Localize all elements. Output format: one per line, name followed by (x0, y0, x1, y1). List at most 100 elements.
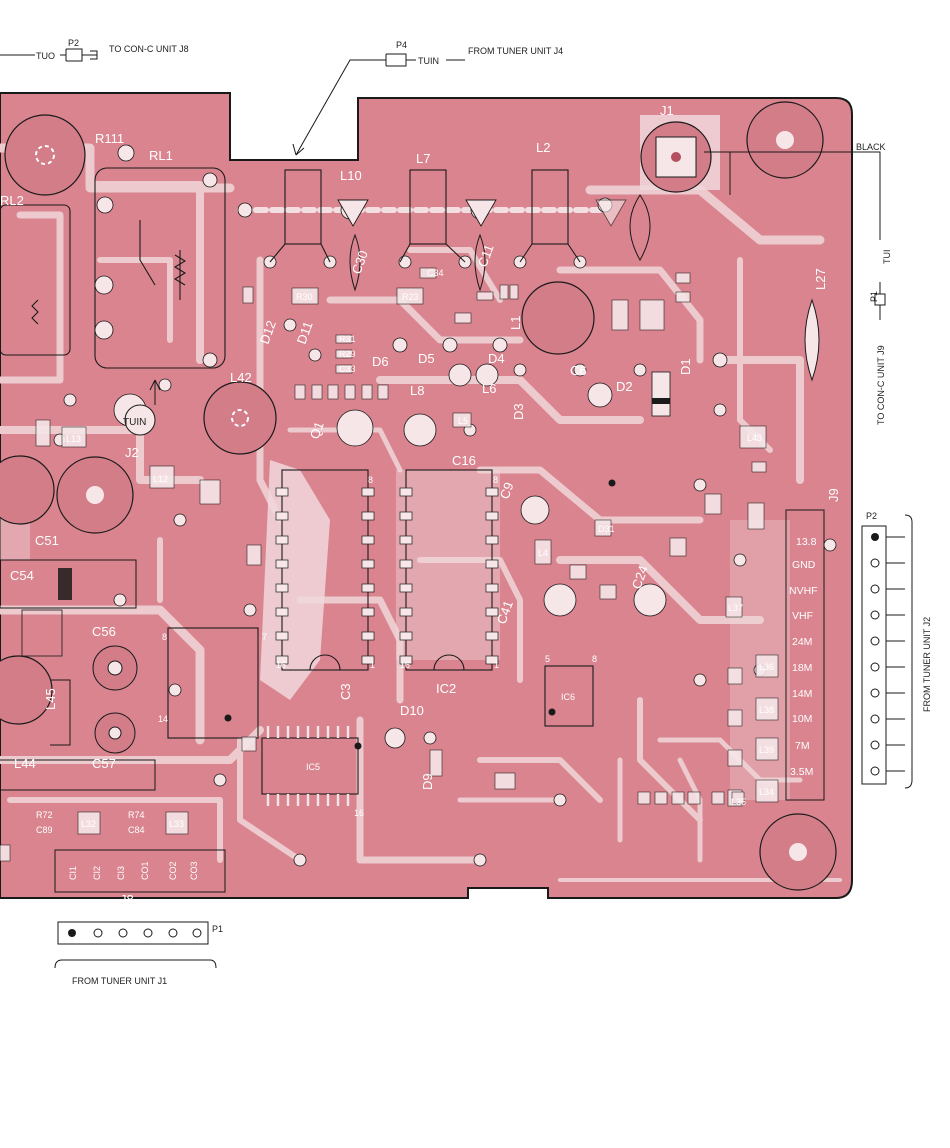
annotation-lines (0, 48, 913, 969)
j9-pin: 7M (795, 740, 810, 752)
j8-pin-labels: J8 CI1 CI2 CI3 CO1 CO2 CO3 (68, 861, 199, 907)
j8-pin: CI1 (68, 866, 78, 880)
smd-parts (0, 267, 779, 862)
ref-j1: J1 (660, 103, 674, 118)
ref-d3: D3 (511, 403, 526, 420)
ref-d6: D6 (372, 354, 389, 369)
ref-l44: L44 (14, 756, 36, 771)
ref-c9: C9 (497, 480, 517, 501)
film-caps (349, 194, 820, 382)
ref-c16: C16 (452, 453, 476, 468)
smd-refs: R30 R23 L1 L12 L13 L32 L33 L36 L37 L38 L… (36, 268, 774, 835)
j9-pin: GND (792, 559, 816, 571)
p4-top-plug: P4 (396, 40, 407, 50)
p2-top-plug: P2 (68, 38, 79, 48)
ref-c84: C84 (128, 825, 145, 835)
ref-l32: L32 (81, 819, 96, 829)
pin-num: 16 (354, 808, 364, 818)
ref-l45: L45 (43, 688, 58, 710)
p1-right-net: TUI (882, 250, 892, 265)
pin-num: 5 (545, 654, 550, 664)
black-lead-label: BLACK (856, 142, 886, 152)
inductor-bodies (269, 169, 581, 263)
electrolytic-caps (0, 645, 156, 791)
j9-block (785, 509, 825, 801)
p2-right-pins (870, 533, 880, 776)
p1-bottom-source: FROM TUNER UNIT J1 (72, 976, 167, 986)
ref-c56: C56 (92, 624, 116, 639)
j8-pin: CI2 (92, 866, 102, 880)
j9-pin: 14M (792, 688, 812, 700)
through-hole-pads (53, 144, 837, 867)
j9-pin: 10M (792, 713, 812, 725)
j9-pin: 24M (792, 636, 812, 648)
ref-d31: D31 (598, 524, 615, 534)
j9-pin: NVHF (789, 585, 818, 597)
ref-l10: L10 (340, 168, 362, 183)
c54-footprint (0, 559, 137, 657)
ref-l27: L27 (813, 268, 828, 290)
pin-num: 8 (368, 475, 373, 485)
vias (224, 479, 616, 750)
dip-ics (167, 469, 594, 795)
pin-num: 14 (158, 714, 168, 724)
ref-ic2: IC2 (436, 681, 456, 696)
ref-l35: L35 (731, 797, 746, 807)
ref-ic5: IC5 (306, 762, 320, 772)
mounting-holes (0, 101, 837, 891)
p2-right-plug: P2 (866, 511, 877, 521)
ref-c57: C57 (92, 756, 116, 771)
ref-c33: C33 (339, 364, 356, 374)
pin-num: 8 (592, 654, 597, 664)
ref-rl1: RL1 (149, 148, 173, 163)
coil-footprints (337, 199, 627, 227)
ref-l38: L38 (759, 705, 774, 715)
connector-texts: TUO P2 TO CON-C UNIT J8 P4 TUIN FROM TUN… (36, 38, 932, 986)
pin-num: 16 (400, 660, 410, 670)
p2-top-destination: TO CON-C UNIT J8 (109, 44, 189, 54)
j8-pin: CO3 (189, 861, 199, 880)
pcb-board-outline (0, 92, 853, 899)
ref-l4: L4 (538, 548, 548, 558)
ref-c54: C54 (10, 568, 34, 583)
pin-num: 16 (276, 660, 286, 670)
ref-r72: R72 (36, 810, 53, 820)
j9-pin: VHF (792, 610, 813, 622)
j9-pin: 18M (792, 662, 812, 674)
j9-ref: J9 (826, 488, 841, 502)
ref-l13: L13 (66, 434, 81, 444)
j8-pin: CO1 (140, 861, 150, 880)
j9-pin: 13.8 (796, 536, 817, 548)
ref-r31: R31 (339, 334, 356, 344)
ref-r74: R74 (128, 810, 145, 820)
ref-l7: L7 (416, 151, 430, 166)
ref-r111: R111 (95, 131, 124, 146)
p1-bottom-plug: P1 (212, 924, 223, 934)
p1-right-plug: P1 (869, 291, 879, 302)
ref-d1: D1 (678, 358, 693, 375)
p4-top-source: FROM TUNER UNIT J4 (468, 46, 563, 56)
p2-right-source: FROM TUNER UNIT J2 (922, 617, 932, 712)
ref-l1: L1 (508, 316, 523, 330)
pin-num: 7 (262, 632, 267, 642)
pin-num: 8 (162, 632, 167, 642)
p2-top-net: TUO (36, 51, 55, 61)
ref-l34: L34 (759, 787, 774, 797)
ref-c89: C89 (36, 825, 53, 835)
ref-c34: C34 (427, 268, 444, 278)
j9-pin: 3.5M (790, 766, 813, 778)
ic-pin-numbers: 8 16 1 8 16 1 7 8 14 16 5 8 (158, 475, 597, 818)
p1-right-destination: TO CON-C UNIT J9 (876, 345, 886, 425)
ref-r23: R23 (402, 292, 419, 302)
ref-l36: L36 (759, 662, 774, 672)
ic5-pins (266, 726, 350, 806)
ref-q1: Q1 (307, 420, 327, 441)
ref-d11: D11 (294, 319, 316, 346)
relay-rl2 (0, 204, 71, 356)
pin-num: 1 (370, 660, 375, 670)
component-refs: R111 RL1 RL2 L10 L7 L2 J1 L27 L42 D12 D1… (0, 103, 828, 790)
j9-pin-labels: J9 13.8 GND NVHF VHF 24M 18M 14M 10M 7M … (789, 488, 841, 778)
ref-d5: D5 (418, 351, 435, 366)
ref-j2: J2 (125, 445, 139, 460)
relay-rl1 (94, 167, 226, 369)
